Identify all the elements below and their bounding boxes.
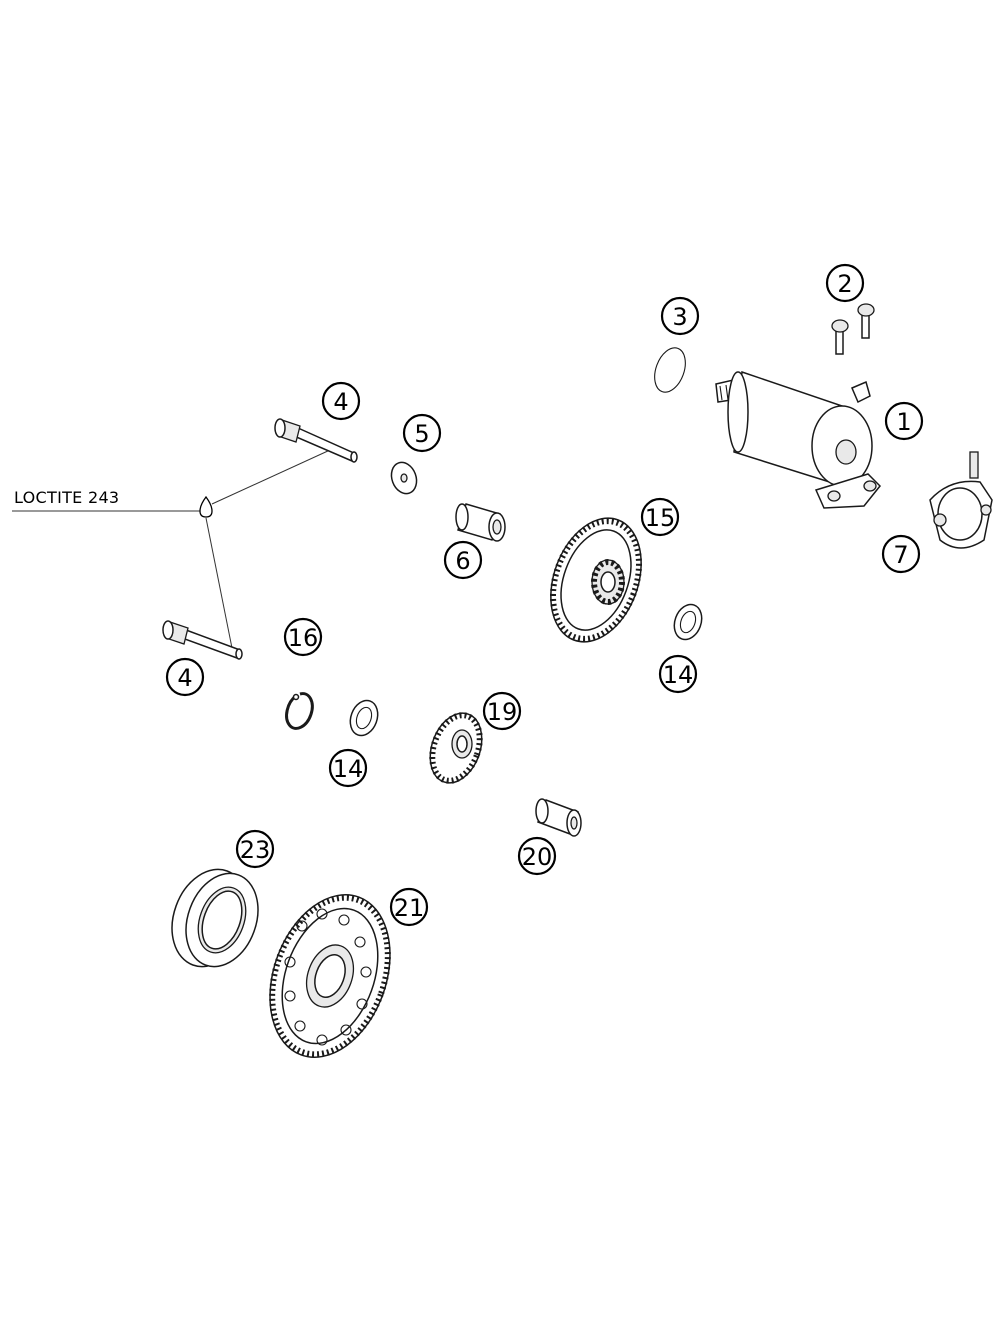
callout-2: 2 bbox=[825, 263, 865, 303]
callout-label: 3 bbox=[672, 303, 687, 331]
loctite-drop-icon bbox=[199, 495, 213, 518]
bushing-20 bbox=[535, 798, 582, 837]
callout-label: 4 bbox=[333, 388, 348, 416]
callout-label: 5 bbox=[414, 420, 429, 448]
callout-5: 5 bbox=[402, 413, 442, 453]
bushing-6 bbox=[455, 503, 506, 542]
callout-14-upper: 14 bbox=[658, 654, 698, 694]
bolt-lower bbox=[162, 620, 243, 660]
bearing-23 bbox=[171, 868, 259, 968]
gear-21 bbox=[269, 894, 391, 1058]
starter-motor-1 bbox=[715, 370, 882, 509]
callout-label: 16 bbox=[288, 624, 319, 652]
washer-5 bbox=[390, 461, 418, 495]
callout-4-upper: 4 bbox=[321, 381, 361, 421]
callout-label: 4 bbox=[177, 664, 192, 692]
callout-15: 15 bbox=[640, 497, 680, 537]
callout-label: 7 bbox=[893, 541, 908, 569]
leader-to-bolt-upper bbox=[211, 449, 331, 505]
callout-3: 3 bbox=[660, 296, 700, 336]
gear-19 bbox=[429, 712, 483, 784]
callout-label: 15 bbox=[645, 504, 676, 532]
loctite-note: LOCTITE 243 bbox=[12, 449, 331, 649]
callout-4-lower: 4 bbox=[165, 657, 205, 697]
callout-label: 1 bbox=[896, 408, 911, 436]
circlip-16 bbox=[285, 692, 314, 730]
callout-21: 21 bbox=[389, 887, 429, 927]
washer-14-lower bbox=[349, 699, 379, 737]
callout-7: 7 bbox=[881, 534, 921, 574]
callout-14-lower: 14 bbox=[328, 748, 368, 788]
brush-plate-7 bbox=[929, 451, 993, 549]
callout-label: 6 bbox=[455, 547, 470, 575]
callout-label: 2 bbox=[837, 270, 852, 298]
bolt-upper bbox=[274, 418, 358, 463]
callout-label: 14 bbox=[333, 755, 364, 783]
screws-2 bbox=[831, 303, 875, 355]
callout-label: 23 bbox=[240, 836, 271, 864]
callout-label: 14 bbox=[663, 661, 694, 689]
loctite-label: LOCTITE 243 bbox=[14, 488, 119, 507]
callout-20: 20 bbox=[517, 836, 557, 876]
callout-label: 19 bbox=[487, 698, 518, 726]
callout-label: 20 bbox=[522, 843, 553, 871]
callout-1: 1 bbox=[884, 401, 924, 441]
callout-23: 23 bbox=[235, 829, 275, 869]
o-ring-3 bbox=[654, 347, 686, 393]
callout-6: 6 bbox=[443, 540, 483, 580]
callout-label: 21 bbox=[394, 894, 425, 922]
gear-15 bbox=[550, 517, 642, 643]
leader-to-bolt-lower bbox=[205, 517, 233, 649]
callout-19: 19 bbox=[482, 691, 522, 731]
washer-14-upper bbox=[673, 603, 703, 641]
callout-16: 16 bbox=[283, 617, 323, 657]
